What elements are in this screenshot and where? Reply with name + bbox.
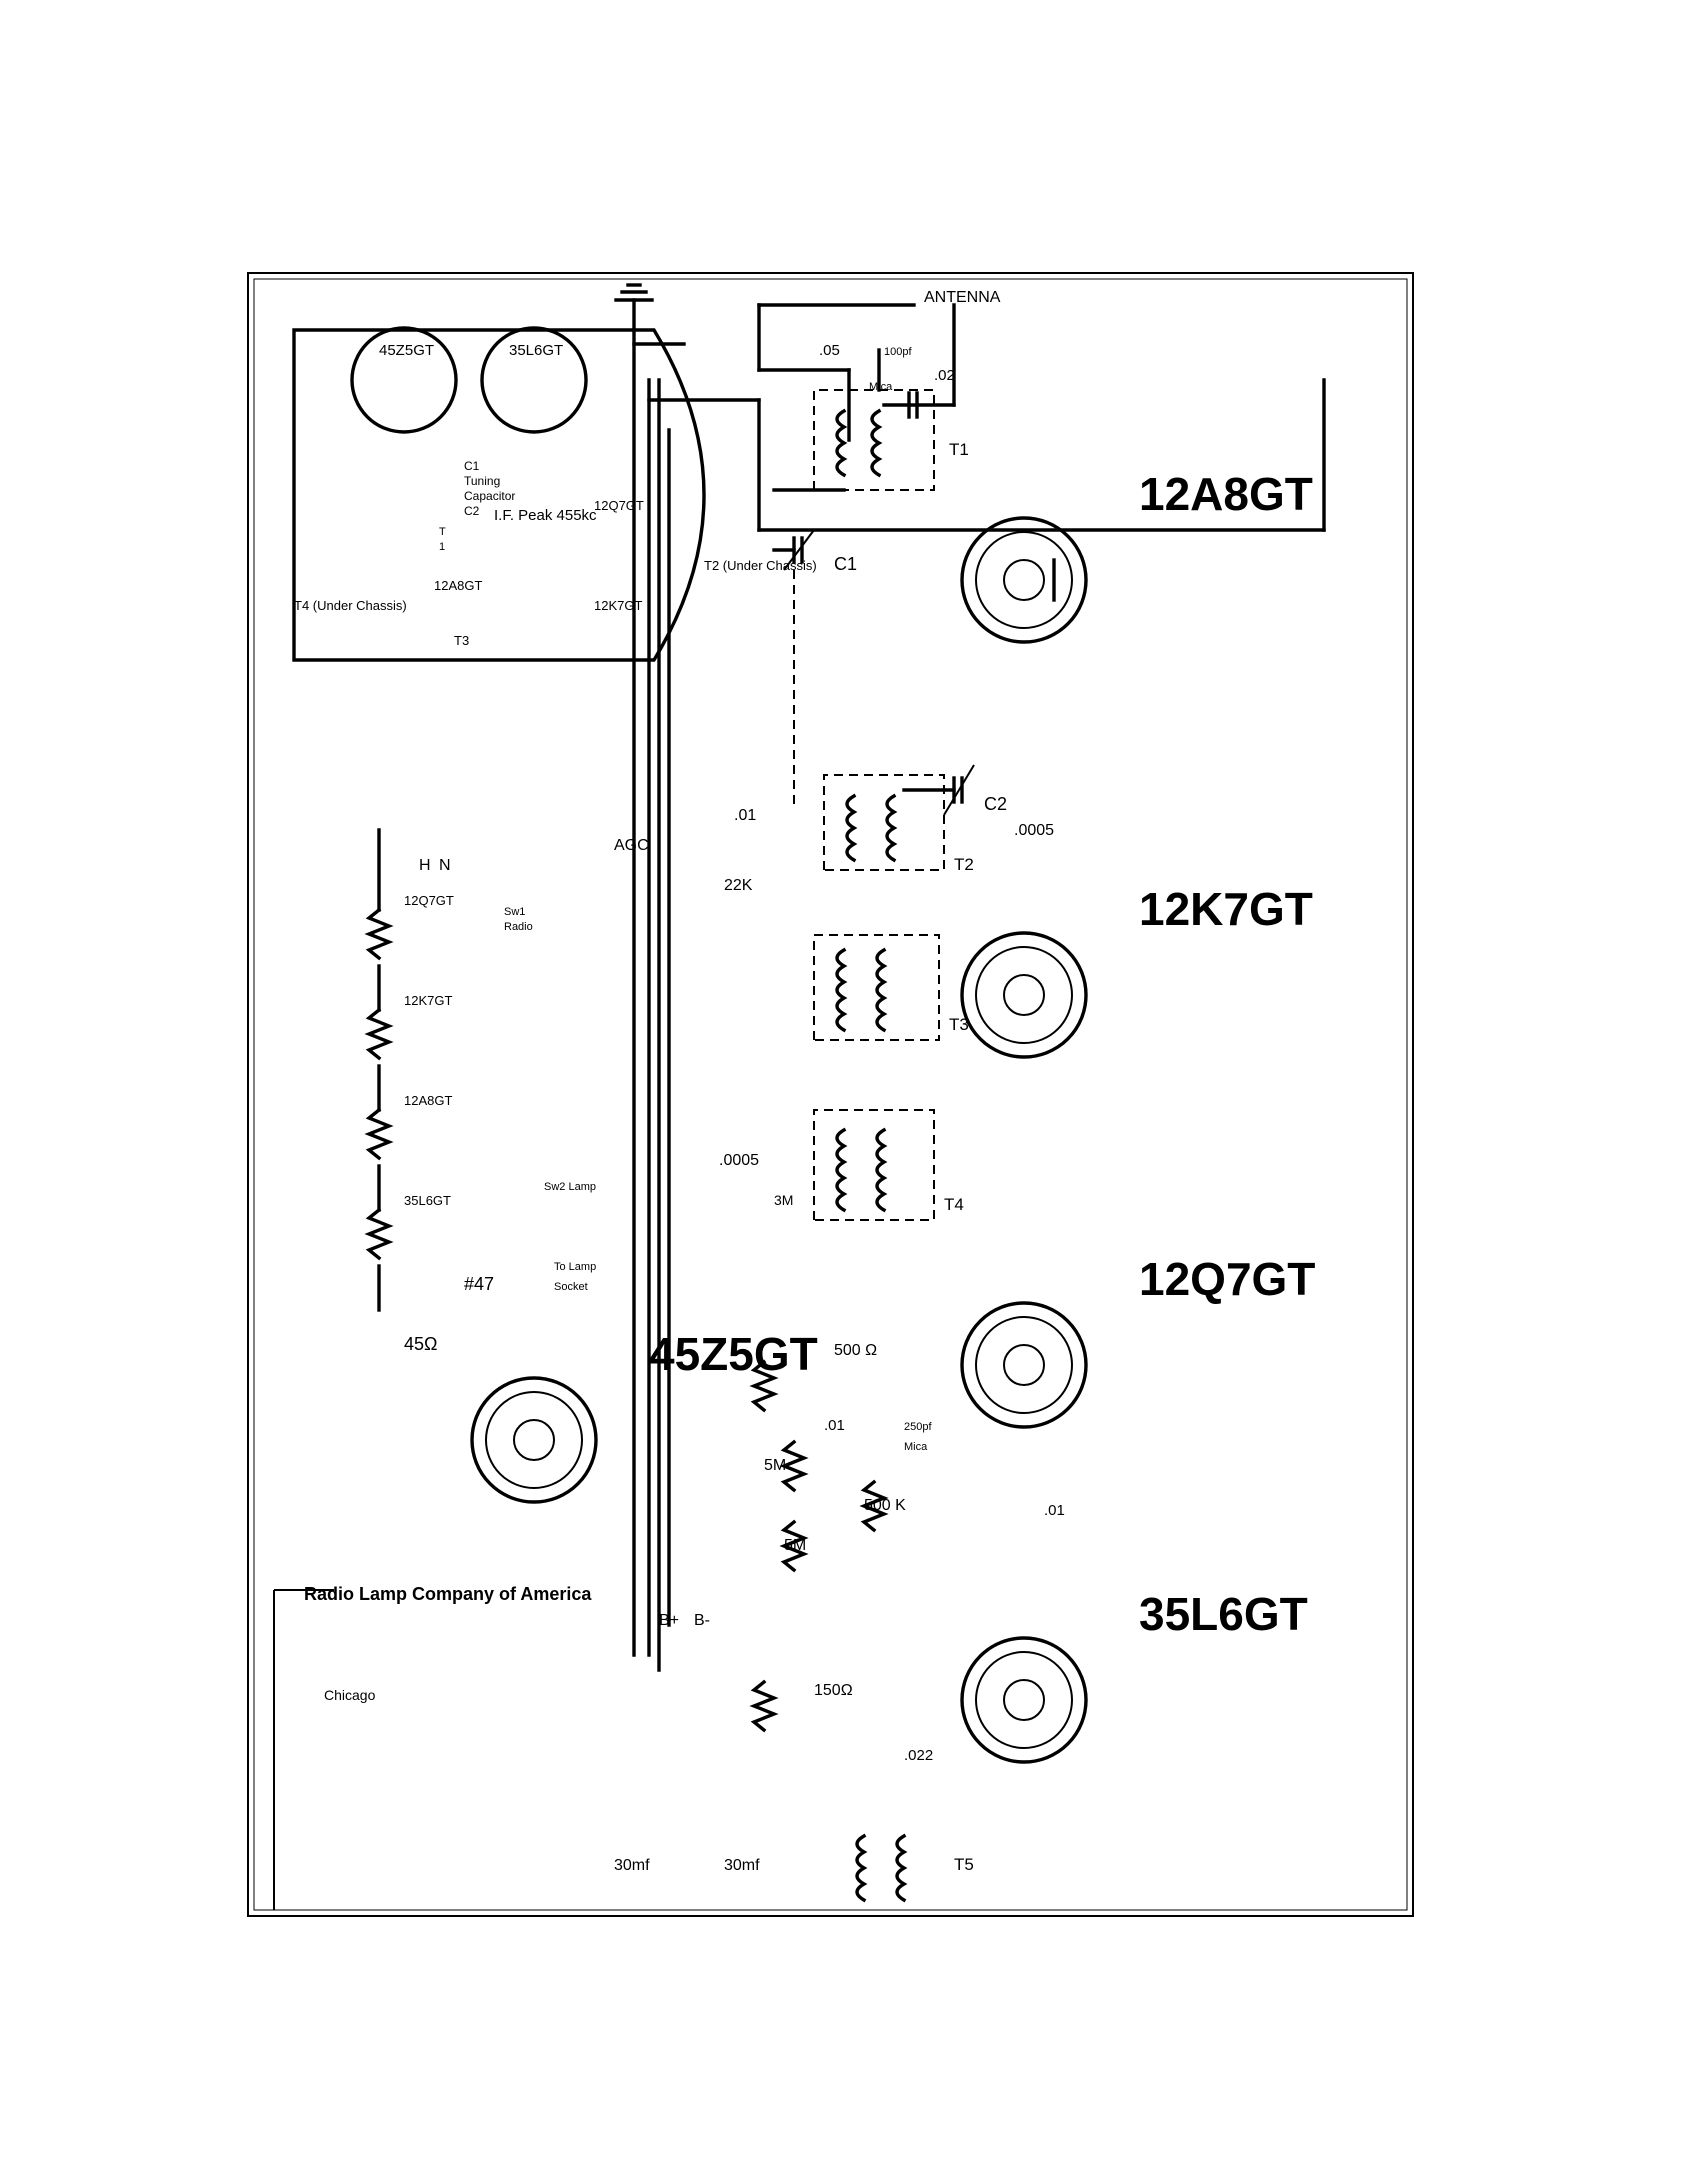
oscillator-capacitor-c2: C2 [902,764,1007,816]
heater-12q7gt: 12Q7GT [404,893,454,908]
to-lamp-label: To Lamp [554,1261,596,1273]
tube-12q7gt: 12Q7GT [960,1253,1315,1429]
ground-symbol [614,283,654,332]
mica-label: Mica [869,381,893,393]
layout-t4-note: T4 (Under Chassis) [294,598,407,613]
cap-01c-label: .01 [1044,1502,1065,1519]
mica2-label: Mica [904,1441,928,1453]
audio-network: 500 Ω .01 250pf Mica 5M 500 K 5M .01 [749,1342,1065,1573]
heater-12k7gt: 12K7GT [404,993,452,1008]
layout-tube-d: 12K7GT [594,598,642,613]
tube-label-12a8gt: 12A8GT [1139,468,1313,520]
layout-c2: C2 [464,504,480,518]
layout-t1: T [439,526,446,538]
t3-label: T3 [949,1015,969,1034]
tube-label-35l6gt: 35L6GT [1139,1588,1308,1640]
r-5m-a-label: 5M [764,1457,786,1474]
lamp-47-label: #47 [464,1274,494,1294]
plug-h-label: H [419,857,431,874]
layout-tube-e: 12A8GT [434,578,482,593]
filter-capacitors: 30mf 30mf [614,1857,760,1874]
layout-capacitor: Capacitor [464,489,515,503]
r-22k-label: 22K [724,877,753,894]
layout-c1: C1 [464,459,480,473]
cap-100pf-label: 100pf [884,346,912,358]
cap-0005b-label: .0005 [719,1152,759,1169]
heater-12a8gt: 12A8GT [404,1093,452,1108]
cap-02-label: .02 [934,367,955,384]
cap-0005a-label: .0005 [1014,822,1054,839]
sw2-label: Sw2 Lamp [544,1181,596,1193]
cap-30mf-b-label: 30mf [614,1857,650,1874]
r-150-label: 150Ω [814,1682,853,1699]
cap-250pf-label: 250pf [904,1421,932,1433]
tube-label-12k7gt: 12K7GT [1139,883,1313,935]
r-500k-label: 500 K [864,1497,906,1514]
antenna-label: ANTENNA [924,289,1001,306]
power-switches: Sw1 Radio Sw2 Lamp To Lamp Socket #47 45… [404,857,596,1354]
cap-022-label: .022 [904,1747,933,1764]
cap-30mf-a-label: 30mf [724,1857,760,1874]
cap-05-label: .05 [819,342,840,359]
if-peak-label: I.F. Peak 455kc [494,507,597,524]
tube-12k7gt: 12K7GT [960,883,1313,1059]
t5-label: T5 [954,1855,974,1874]
tube-35l6gt: 35L6GT [960,1588,1308,1764]
socket-label: Socket [554,1281,588,1293]
title-line2: Chicago [324,1687,376,1703]
layout-tuning: Tuning [464,474,500,488]
r-500-label: 500 Ω [834,1342,877,1359]
transformer-t1: T1 .05 [772,342,969,492]
agc-label: AGC [614,837,649,854]
heater-35l6gt: 35L6GT [404,1193,451,1208]
cap-01a-label: .01 [734,807,756,824]
transformer-t2: T2 .0005 .01 22K [724,774,1054,894]
title-block: Radio Lamp Company of America Chicago [273,1584,592,1910]
r-3m-label: 3M [774,1192,793,1208]
layout-t1b: 1 [439,541,445,553]
layout-tube-b: 35L6GT [509,342,563,359]
tube-label-45z5gt: 45Z5GT [649,1328,818,1380]
r-45-label: 45Ω [404,1334,437,1354]
layout-tube-c: 12Q7GT [594,498,644,513]
b-minus-label: B- [694,1612,710,1629]
layout-t2-note: T2 (Under Chassis) [704,558,817,573]
c1-label: C1 [834,554,857,574]
title-line1: Radio Lamp Company of America [304,1584,592,1604]
b-plus-label: B+ [659,1612,679,1629]
radio-label: Radio [504,921,533,933]
layout-t3: T3 [454,633,469,648]
t4-label: T4 [944,1195,964,1214]
layout-tube-a: 45Z5GT [379,342,434,359]
transformer-t4: T4 .0005 3M [719,1109,964,1221]
transformer-t3: T3 [813,934,969,1041]
output-transformer-t5: T5 [855,1833,974,1903]
output-network: 150Ω .022 B- B+ [659,1612,933,1764]
sw1-label: Sw1 [504,906,525,918]
tube-45z5gt: 45Z5GT [470,1328,818,1504]
chassis-layout: 45Z5GT 35L6GT 12Q7GT 12K7GT 12A8GT C1 Tu… [292,326,817,662]
c2-label: C2 [984,794,1007,814]
plug-n-label: N [439,857,451,874]
t2-label: T2 [954,855,974,874]
antenna-section: ANTENNA .02 100pf Mica [757,289,1001,442]
inner-frame [253,278,1408,1911]
tuning-capacitor-c1: C1 [772,529,857,810]
cap-01b-label: .01 [824,1417,845,1434]
tube-label-12q7gt: 12Q7GT [1139,1253,1315,1305]
heater-string: 12Q7GT 12K7GT 12A8GT 35L6GT [364,828,454,1312]
tube-12a8gt: 12A8GT [960,468,1313,644]
outer-frame [247,272,1414,1917]
t1-label: T1 [949,440,969,459]
